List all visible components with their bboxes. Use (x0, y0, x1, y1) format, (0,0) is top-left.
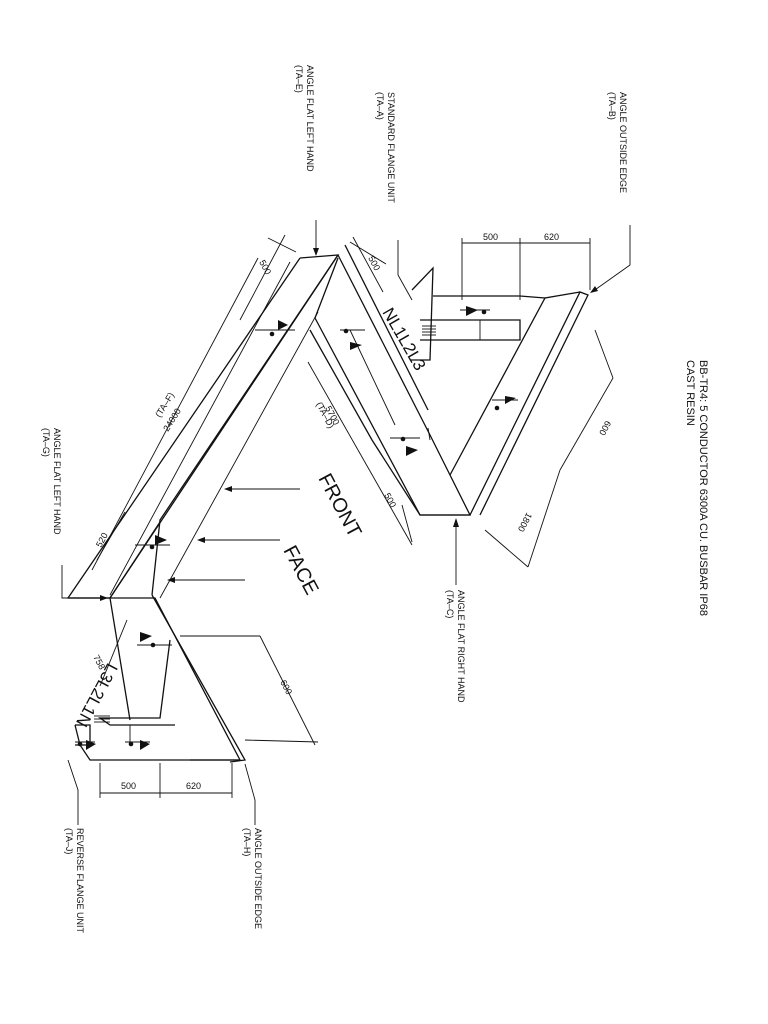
callout-leaders (61, 220, 631, 825)
label-ta-e-line-1: ANGLE FLAT LEFT HAND (305, 65, 315, 172)
marker-dot (77, 741, 83, 747)
label-ta-c: ANGLE FLAT RIGHT HAND (TA–C) (445, 590, 466, 703)
direction-arrow (155, 535, 167, 545)
label-ta-g-line-2: (TA–G) (41, 428, 51, 457)
drawing-title: BB-TR4: 5 CONDUCTOR 6300A CU. BUSBAR IP6… (684, 360, 709, 616)
dim-620-bottom: 620 (186, 781, 201, 791)
run-edge-bottom (109, 521, 161, 599)
run-edge-inner (151, 254, 339, 596)
segment-ta-b (469, 291, 589, 516)
front-face-arrows (167, 486, 300, 583)
label-ta-h: ANGLE OUTSIDE EDGE (TA–H) (242, 828, 263, 929)
label-ta-j-line-2: (TA–J) (64, 828, 74, 854)
dim-600-bottom: 600 (278, 678, 294, 696)
title-line-1: BB-TR4: 5 CONDUCTOR 6300A CU. BUSBAR IP6… (697, 360, 709, 616)
dim-500-mid: 500 (382, 491, 398, 509)
label-ta-b: ANGLE OUTSIDE EDGE (TA–B) (607, 92, 628, 193)
dim-1800: 1800 (516, 511, 534, 533)
marker-dot (128, 741, 134, 747)
section-markers (75, 306, 518, 750)
direction-arrow (406, 446, 418, 456)
dim-620-top-flange: 620 (544, 232, 559, 242)
label-ta-j-line-1: REVERSE FLANGE UNIT (75, 828, 85, 934)
dim-500-bottom: 500 (121, 781, 136, 791)
dim-520: 520 (94, 531, 110, 549)
dim-500-top-left: 500 (257, 258, 273, 276)
label-ta-a-line-2: (TA–A) (375, 92, 385, 120)
label-ta-g-line-1: ANGLE FLAT LEFT HAND (52, 428, 62, 535)
direction-arrow (140, 740, 150, 750)
marker-dot (481, 309, 487, 315)
dim-500-top-mid: 500 (366, 254, 382, 272)
marker-dot (149, 544, 155, 550)
marker-dot (269, 331, 275, 337)
run-rail-2 (314, 254, 472, 516)
label-ta-e: ANGLE FLAT LEFT HAND (TA–E) (294, 65, 315, 172)
dim-500-top-flange: 500 (483, 232, 498, 242)
terminal-hatch-bottom (94, 715, 110, 723)
label-ta-g: ANGLE FLAT LEFT HAND (TA–G) (41, 428, 62, 535)
label-ta-e-line-2: (TA–E) (294, 65, 304, 93)
phase-code-bottom: L3L2L1N (72, 660, 121, 730)
flange-ta-j (74, 724, 240, 761)
marker-dot (150, 642, 156, 648)
direction-arrow (86, 740, 96, 750)
label-ta-c-line-1: ANGLE FLAT RIGHT HAND (456, 590, 466, 703)
front-face-word-2: FACE (279, 542, 323, 598)
direction-arrow (505, 396, 516, 404)
terminal-hatch-top (422, 325, 436, 336)
dim-600-right: 600 (597, 419, 613, 437)
label-ta-c-line-2: (TA–C) (445, 590, 455, 618)
segment-ta-d (309, 329, 470, 516)
title-line-2: CAST RESIN (684, 360, 696, 426)
label-ta-b-line-2: (TA–B) (607, 92, 617, 120)
direction-arrow (278, 320, 288, 330)
label-ta-a: STANDARD FLANGE UNIT (TA–A) (375, 92, 396, 203)
label-ta-h-line-1: ANGLE OUTSIDE EDGE (253, 828, 263, 929)
direction-arrow (350, 342, 362, 350)
handwritten-annotations: NL1L2L3 L3L2L1N FRONT FACE (72, 305, 429, 730)
marker-dot (400, 436, 406, 442)
label-ta-b-line-1: ANGLE OUTSIDE EDGE (618, 92, 628, 193)
segment-ta-h (110, 597, 242, 761)
label-ta-h-line-2: (TA–H) (242, 828, 252, 856)
label-ta-a-line-1: STANDARD FLANGE UNIT (386, 92, 396, 203)
direction-arrow (466, 306, 478, 316)
marker-dot (343, 328, 349, 334)
label-ta-j: REVERSE FLANGE UNIT (TA–J) (64, 828, 85, 934)
marker-dot (494, 405, 500, 411)
direction-arrow (140, 632, 152, 642)
flange-ta-a (410, 266, 434, 361)
dimension-lines (91, 234, 614, 798)
front-face-word-1: FRONT (314, 470, 366, 541)
